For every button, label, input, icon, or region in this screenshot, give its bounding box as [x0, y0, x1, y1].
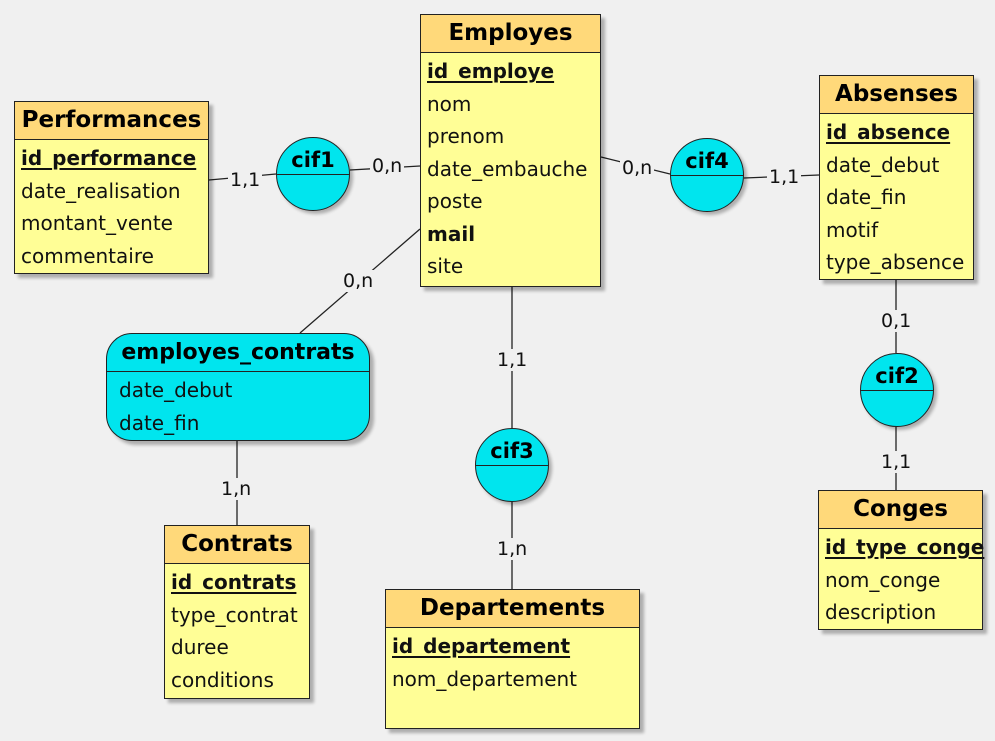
attribute: nom_conge [825, 567, 941, 592]
association-cif1[interactable]: cif1 [276, 137, 350, 211]
association-title: cif1 [277, 138, 349, 175]
association-cif3[interactable]: cif3 [475, 428, 549, 502]
attribute: conditions [171, 667, 274, 692]
cardinality-label: 0,n [620, 157, 655, 179]
attribute: poste [427, 189, 483, 213]
attribute: prenom [427, 124, 505, 148]
attribute: nom_departement [392, 666, 578, 691]
attribute: site [427, 254, 464, 278]
cardinality-label: 1,1 [495, 349, 530, 371]
entity-title: Departements [386, 590, 639, 628]
attribute-primary-key: id_absence [826, 120, 951, 144]
entity-departements[interactable]: Departements id_departement nom_departem… [385, 589, 640, 729]
association-title: employes_contrats [107, 334, 369, 372]
attribute: date_fin [119, 410, 200, 435]
attribute: montant_vente [21, 211, 173, 235]
association-title: cif3 [476, 429, 548, 466]
attribute: date_realisation [21, 178, 181, 203]
association-employes-contrats[interactable]: employes_contrats date_debut date_fin [106, 333, 370, 441]
cardinality-label: 1,1 [767, 166, 802, 188]
entity-title: Conges [819, 491, 982, 529]
attribute-primary-key: id_employe [427, 59, 555, 83]
cardinality-label: 1,1 [879, 451, 914, 473]
attribute: type_absence [826, 250, 965, 274]
attribute: nom [427, 91, 472, 116]
entity-employes[interactable]: Employes id_employe nom prenom date_emba… [420, 14, 601, 287]
cardinality-label: 1,1 [228, 169, 263, 191]
attribute-primary-key: id_contrats [171, 570, 297, 594]
attribute: date_debut [826, 152, 940, 177]
attribute: date_debut [119, 378, 233, 402]
entity-title: Absenses [820, 76, 973, 114]
entity-title: Contrats [165, 526, 309, 564]
association-cif4[interactable]: cif4 [670, 138, 744, 212]
cardinality-label: 0,n [370, 155, 405, 177]
cardinality-label: 1,n [495, 538, 530, 560]
attribute: description [825, 600, 937, 624]
cardinality-label: 0,n [341, 270, 376, 292]
association-title: cif4 [671, 139, 743, 176]
association-cif2[interactable]: cif2 [860, 353, 934, 427]
attribute-primary-key: id_type_conge [825, 535, 985, 559]
attribute: duree [171, 635, 229, 659]
entity-performances[interactable]: Performances id_performance date_realisa… [14, 101, 209, 274]
cardinality-label: 0,1 [879, 310, 914, 332]
attribute: date_fin [826, 185, 907, 209]
entity-title: Employes [421, 15, 600, 53]
attribute: type_contrat [171, 602, 298, 627]
attribute: motif [826, 217, 879, 242]
attribute: mail [427, 221, 476, 246]
attribute: commentaire [21, 243, 154, 268]
association-title: cif2 [861, 354, 933, 391]
attribute-primary-key: id_departement [392, 634, 571, 658]
cardinality-label: 1,n [219, 478, 254, 500]
entity-contrats[interactable]: Contrats id_contrats type_contrat duree … [164, 525, 310, 699]
entity-conges[interactable]: Conges id_type_conge nom_conge descripti… [818, 490, 985, 630]
entity-absenses[interactable]: Absenses id_absence date_debut date_fin … [819, 75, 974, 280]
attribute-primary-key: id_performance [21, 146, 197, 170]
entity-title: Performances [15, 102, 208, 140]
attribute: date_embauche [427, 156, 588, 181]
